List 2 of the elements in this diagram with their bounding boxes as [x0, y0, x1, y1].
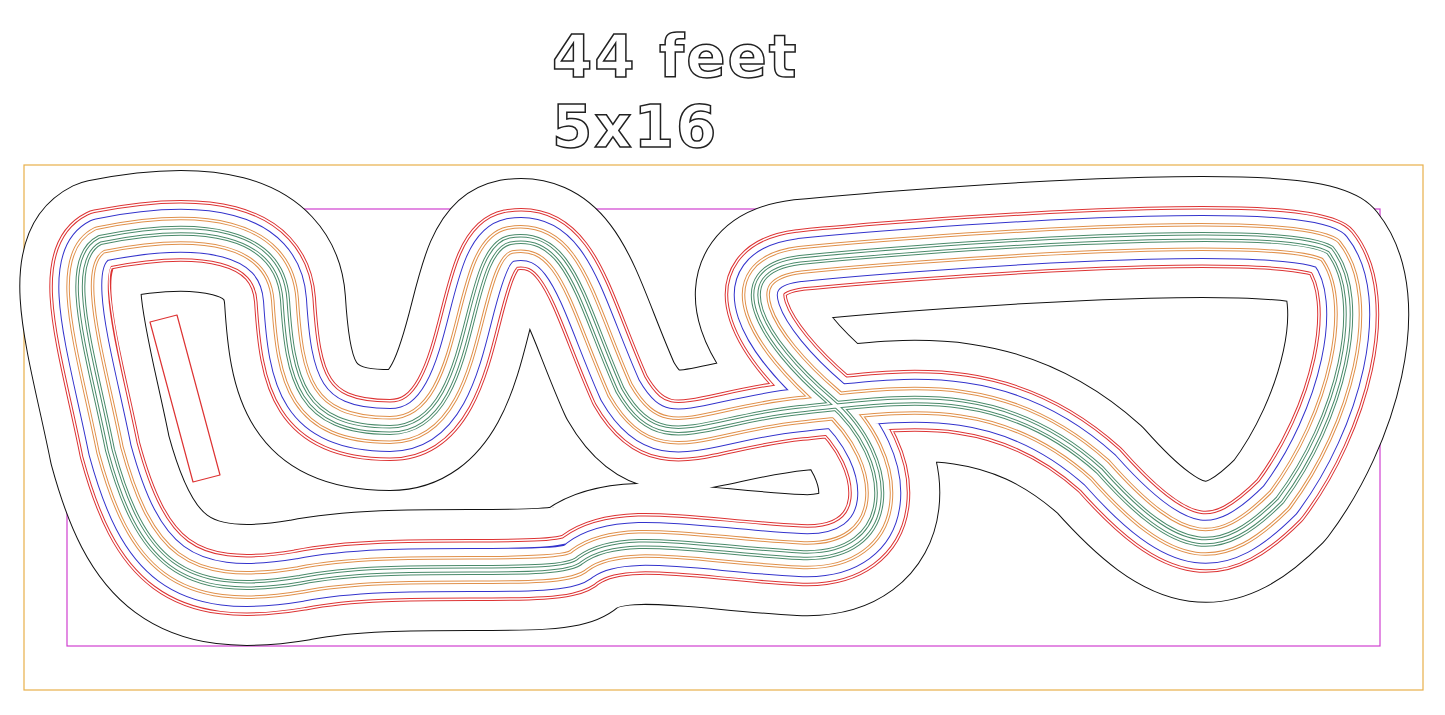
heading-text: 44 feet [552, 28, 799, 86]
heading-text: 5x16 [552, 98, 719, 156]
